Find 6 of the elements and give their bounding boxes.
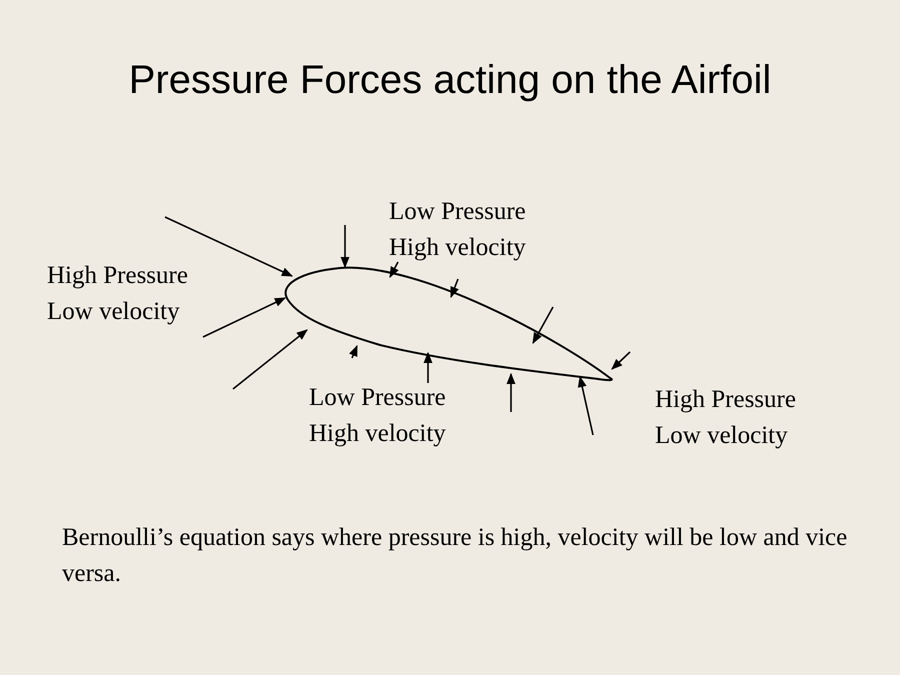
slide-title: Pressure Forces acting on the Airfoil [128,58,772,103]
note-text: Bernoulli’s equation says where pressure is high, velocity will be low and vice versa. [62,523,848,589]
pressure-label: Low Pressure High velocity [389,197,527,263]
pressure-label: High Pressure Low velocity [47,261,189,327]
pressure-label: Low Pressure High velocity [309,383,447,449]
pressure-label: High Pressure Low velocity [655,385,797,451]
